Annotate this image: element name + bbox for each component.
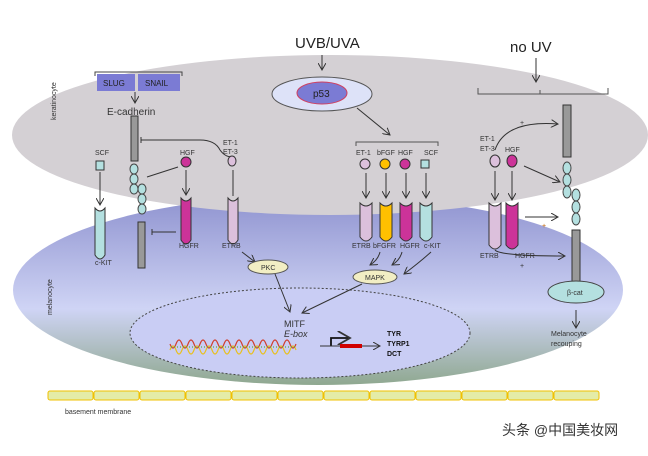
pkc-label: PKC <box>261 265 275 272</box>
bfgfr-receptor <box>379 201 393 242</box>
membrane-segment <box>507 390 554 401</box>
cadherin-right-upper <box>562 104 572 158</box>
membrane-segment <box>231 390 278 401</box>
bfgfr-label: bFGFR <box>373 243 396 250</box>
etrb-receptor-left <box>227 196 239 245</box>
membrane-segment <box>277 390 324 401</box>
bfgf-label: bFGF <box>377 150 395 157</box>
cadherin-domains <box>129 163 147 215</box>
pkc-node <box>247 259 289 275</box>
gene-box <box>340 344 362 348</box>
etrb-label-mid: ETRB <box>352 243 371 250</box>
scf-ligand-mid <box>420 159 430 169</box>
etrb-receptor-mid <box>359 201 373 242</box>
hgfr-label-left: HGFR <box>179 243 199 250</box>
gene-dct: DCT <box>387 351 402 358</box>
p53-node <box>296 81 348 105</box>
membrane-segment <box>369 390 416 401</box>
et1-label-right: ET-1 <box>480 136 495 143</box>
etrb-label-right: ETRB <box>480 253 499 260</box>
c-kit-receptor-left <box>94 206 106 260</box>
etrb-label-left: ETRB <box>222 243 241 250</box>
bfgf-ligand <box>379 158 391 170</box>
scf-label-mid: SCF <box>424 150 438 157</box>
no-uv-label: no UV <box>510 39 552 56</box>
watermark: 头条 @中国美妆网 <box>502 422 618 438</box>
hgf-ligand-left <box>180 156 192 168</box>
membrane-segment <box>553 390 600 401</box>
hgf-ligand-mid <box>399 158 411 170</box>
e-cadherin-label: E-cadherin <box>107 107 155 118</box>
hgfr-receptor-left <box>180 196 192 245</box>
et-ligand-mid <box>359 158 371 170</box>
et3-label-right: ET-3 <box>480 146 495 153</box>
et3-label-left: ET-3 <box>223 149 238 156</box>
keratinocyte-label: keratinocyte <box>51 82 58 120</box>
et-ligand-right <box>489 154 501 168</box>
hgf-ligand-right <box>506 154 518 168</box>
snail-box <box>138 74 180 91</box>
scf-ligand-left <box>95 160 105 171</box>
snail-label: SNAIL <box>145 79 169 88</box>
etrb-receptor-right <box>488 201 502 250</box>
cadherin-right-lower <box>571 229 581 283</box>
recouping-label-2: recouping <box>551 341 582 348</box>
hgfr-receptor-mid <box>399 201 413 242</box>
c-kit-label-mid: c-KIT <box>424 243 441 250</box>
membrane-segment <box>461 390 508 401</box>
melanocyte-label: melanocyte <box>47 279 54 315</box>
beta-catenin-node <box>547 280 605 304</box>
e-cadherin-lower <box>137 221 146 269</box>
promoter-arrow <box>330 338 350 346</box>
scf-label-left: SCF <box>95 150 109 157</box>
beta-catenin-label: β-cat <box>567 290 583 297</box>
membrane-segment <box>323 390 370 401</box>
basement-membrane-label: basement membrane <box>65 409 131 416</box>
e-cadherin-upper <box>130 115 139 162</box>
mapk-label: MAPK <box>365 275 385 282</box>
e-box-label: E-box <box>284 329 308 339</box>
hgf-label-mid: HGF <box>398 150 413 157</box>
et1-label-mid: ET-1 <box>356 150 371 157</box>
mitf-label: MITF <box>284 319 305 329</box>
mapk-node <box>352 269 398 285</box>
uv-label: UVB/UVA <box>295 35 360 52</box>
plus-sign: + <box>520 120 524 127</box>
plus-sign: + <box>542 223 546 230</box>
plus-sign: + <box>520 263 524 270</box>
c-kit-receptor-mid <box>419 201 433 242</box>
c-kit-label-left: c-KIT <box>95 260 112 267</box>
cadherin-domains-right <box>562 161 581 226</box>
membrane-segment <box>185 390 232 401</box>
keratinocyte-cell <box>12 55 648 215</box>
et-ligand-left <box>227 155 237 167</box>
hgfr-receptor-right <box>505 201 519 250</box>
et1-label-left: ET-1 <box>223 140 238 147</box>
membrane-segment <box>93 390 140 401</box>
membrane-segment <box>139 390 186 401</box>
membrane-segment <box>47 390 94 401</box>
dna-helix <box>169 339 297 355</box>
gene-tyrp1: TYRP1 <box>387 341 410 348</box>
slug-label: SLUG <box>103 79 125 88</box>
nucleus <box>129 287 471 379</box>
gene-tyr: TYR <box>387 331 401 338</box>
hgf-label-left: HGF <box>180 150 195 157</box>
hgfr-label-mid: HGFR <box>400 243 420 250</box>
recouping-label-1: Melanocyte <box>551 331 587 338</box>
hgf-label-right: HGF <box>505 147 520 154</box>
p53-label: p53 <box>313 89 330 100</box>
membrane-segment <box>415 390 462 401</box>
slug-box <box>97 74 135 91</box>
hgfr-label-right: HGFR <box>515 253 535 260</box>
basement-membrane <box>47 390 600 401</box>
